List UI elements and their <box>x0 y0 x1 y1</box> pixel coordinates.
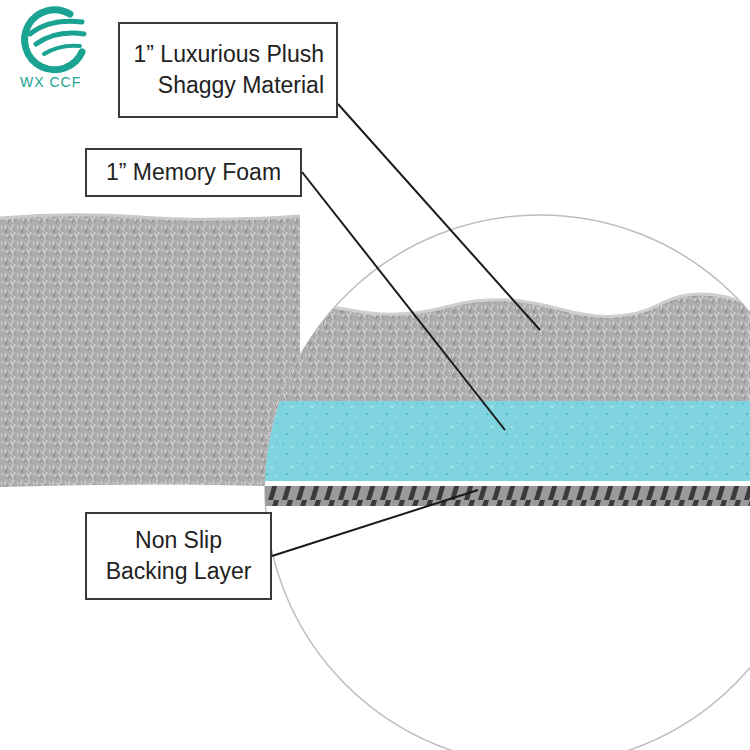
callout-box: 1” Luxurious Plush Shaggy Material <box>118 22 338 118</box>
callout-text: Non Slip Backing Layer <box>97 525 260 587</box>
callout-box: 1” Memory Foam <box>85 148 302 197</box>
callout-text: 1” Memory Foam <box>95 157 292 188</box>
callout-text: 1” Luxurious Plush Shaggy Material <box>132 39 324 101</box>
callout-box: Non Slip Backing Layer <box>85 512 272 600</box>
logo-text: WX CCF <box>20 74 81 90</box>
